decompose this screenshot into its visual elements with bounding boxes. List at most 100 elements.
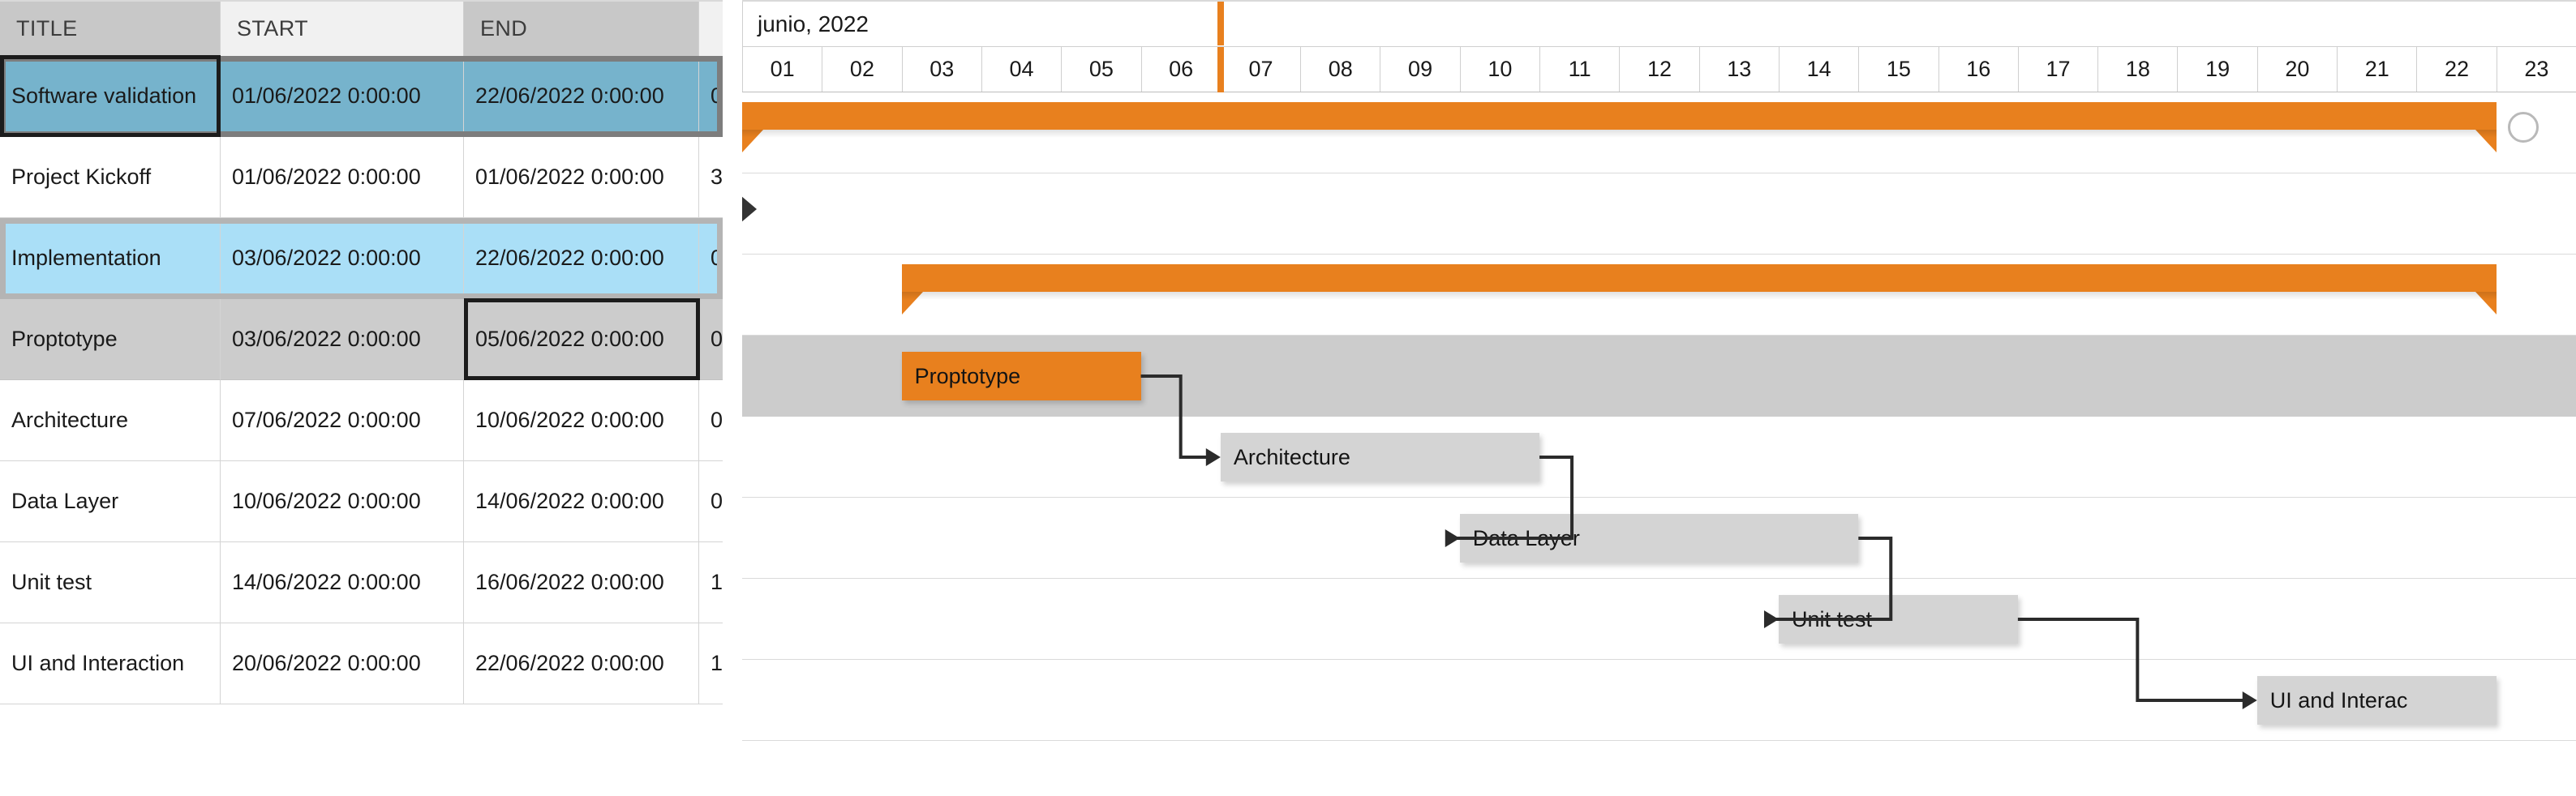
column-header-extra[interactable] (699, 2, 723, 56)
task-bar-label: Data Layer (1472, 525, 1580, 550)
timeline-day-cell[interactable]: 08 (1300, 47, 1380, 92)
summary-bar-right-cap (2475, 292, 2497, 315)
timeline-day-cell[interactable]: 03 (901, 47, 981, 92)
grid-cell-end[interactable]: 16/06/2022 0:00:00 (464, 542, 699, 623)
grid-cell-extra[interactable]: 0 (699, 56, 723, 137)
column-header-start[interactable]: START (221, 2, 464, 56)
grid-cell-title[interactable]: Software validation (0, 56, 221, 137)
timeline-day-cell[interactable]: 14 (1778, 47, 1858, 92)
task-bar[interactable]: Proptotype (901, 352, 1141, 400)
timeline-day-cell[interactable]: 16 (1938, 47, 2018, 92)
task-bar[interactable]: Unit test (1778, 595, 2018, 644)
grid-cell-start[interactable]: 10/06/2022 0:00:00 (221, 461, 464, 542)
task-bar[interactable]: Data Layer (1459, 514, 1859, 563)
timeline-day-cell[interactable]: 06 (1140, 47, 1221, 92)
grid-cell-extra[interactable]: 0 (699, 380, 723, 461)
timeline-day-cell[interactable]: 19 (2177, 47, 2256, 92)
timeline-day-cell[interactable]: 20 (2256, 47, 2337, 92)
grid-cell-extra[interactable]: 1 (699, 542, 723, 623)
grid-cell-end[interactable]: 22/06/2022 0:00:00 (464, 56, 699, 137)
summary-bar-left-cap (901, 292, 923, 315)
grid-cell-extra[interactable]: 3 (699, 137, 723, 218)
grid-cell-start[interactable]: 07/06/2022 0:00:00 (221, 380, 464, 461)
grid-cell-end[interactable]: 10/06/2022 0:00:00 (464, 380, 699, 461)
timeline-day-cell[interactable]: 04 (981, 47, 1061, 92)
timeline-day-cell[interactable]: 02 (822, 47, 901, 92)
grid-cell-start[interactable]: 14/06/2022 0:00:00 (221, 542, 464, 623)
grid-cell-start[interactable]: 03/06/2022 0:00:00 (221, 299, 464, 380)
bar-resize-handle[interactable] (2507, 112, 2539, 143)
timeline-day-cell[interactable]: 22 (2416, 47, 2496, 92)
timeline-day-cell[interactable]: 13 (1698, 47, 1779, 92)
timeline-month-label: junio, 2022 (742, 2, 2576, 47)
summary-bar[interactable] (901, 264, 2497, 315)
grid-cell-extra[interactable]: 0 (699, 218, 723, 299)
column-header-end[interactable]: END (464, 2, 699, 56)
timeline-day-cell[interactable]: 10 (1459, 47, 1539, 92)
grid-cell-title[interactable]: Proptotype (0, 299, 221, 380)
milestone-marker[interactable] (742, 191, 757, 227)
task-bar-label: Proptotype (914, 363, 1021, 388)
summary-bar-shadow (742, 130, 2497, 138)
grid-cell-extra[interactable]: 0 (699, 461, 723, 542)
timeline-day-cell[interactable]: 21 (2337, 47, 2416, 92)
grid-cell-start[interactable]: 01/06/2022 0:00:00 (221, 56, 464, 137)
grid-cell-start[interactable]: 01/06/2022 0:00:00 (221, 137, 464, 218)
grid-cell-title[interactable]: Implementation (0, 218, 221, 299)
task-bar-label: Architecture (1233, 444, 1350, 469)
today-marker-line (1217, 47, 1224, 92)
grid-cell-title[interactable]: UI and Interaction (0, 623, 221, 704)
task-bar[interactable]: UI and Interac (2256, 676, 2497, 725)
timeline-day-cell[interactable]: 23 (2496, 47, 2576, 92)
grid-cell-extra[interactable]: 0 (699, 299, 723, 380)
grid-cell-title[interactable]: Architecture (0, 380, 221, 461)
column-header-title[interactable]: TITLE (0, 2, 221, 56)
timeline-day-cell[interactable]: 15 (1858, 47, 1938, 92)
summary-bar-right-cap (2475, 130, 2497, 152)
grid-cell-end[interactable]: 05/06/2022 0:00:00 (464, 299, 699, 380)
timeline-day-cell[interactable]: 01 (742, 47, 822, 92)
grid-cell-end[interactable]: 14/06/2022 0:00:00 (464, 461, 699, 542)
grid-cell-title[interactable]: Project Kickoff (0, 137, 221, 218)
grid-header-row: TITLE START END (0, 2, 723, 56)
timeline-day-cell[interactable]: 07 (1220, 47, 1300, 92)
timeline-day-cell[interactable]: 11 (1539, 47, 1619, 92)
panel-splitter[interactable] (723, 0, 742, 796)
grid-cell-end[interactable]: 01/06/2022 0:00:00 (464, 137, 699, 218)
timeline-row[interactable] (742, 173, 2576, 255)
grid-cell-title[interactable]: Unit test (0, 542, 221, 623)
summary-bar[interactable] (742, 102, 2497, 152)
summary-bar-left-cap (742, 130, 763, 152)
grid-cell-start[interactable]: 03/06/2022 0:00:00 (221, 218, 464, 299)
grid-cell-start[interactable]: 20/06/2022 0:00:00 (221, 623, 464, 704)
timeline-day-cell[interactable]: 18 (2097, 47, 2177, 92)
timeline-row[interactable] (742, 417, 2576, 498)
task-bar-label: UI and Interac (2269, 687, 2408, 713)
today-marker-line-top (1217, 2, 1224, 45)
timeline-day-cell[interactable]: 12 (1619, 47, 1698, 92)
grid-cell-extra[interactable]: 1 (699, 623, 723, 704)
timeline-day-cell[interactable]: 05 (1061, 47, 1140, 92)
summary-bar-shadow (901, 292, 2497, 300)
grid-cell-end[interactable]: 22/06/2022 0:00:00 (464, 218, 699, 299)
timeline-day-cell[interactable]: 09 (1380, 47, 1459, 92)
task-bar-label: Unit test (1791, 606, 1872, 631)
grid-cell-title[interactable]: Data Layer (0, 461, 221, 542)
timeline-row[interactable] (742, 579, 2576, 660)
grid-cell-end[interactable]: 22/06/2022 0:00:00 (464, 623, 699, 704)
task-bar[interactable]: Architecture (1220, 433, 1540, 481)
timeline-day-cell[interactable]: 17 (2017, 47, 2097, 92)
